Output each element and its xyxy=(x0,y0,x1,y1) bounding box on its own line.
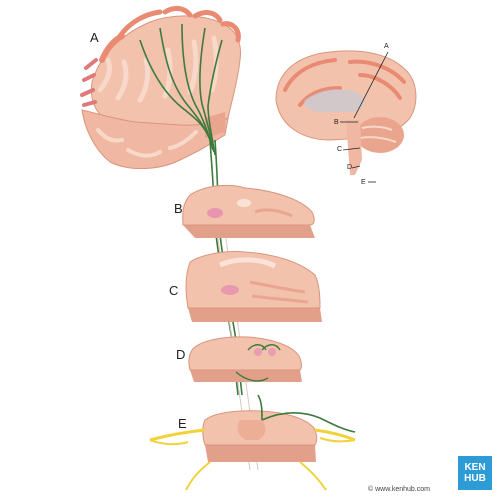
label-c: C xyxy=(169,283,179,298)
label-a: A xyxy=(90,30,99,45)
inset-label-d: D xyxy=(347,164,353,171)
inset-label-b: B xyxy=(334,119,339,126)
label-e: E xyxy=(178,416,187,431)
cerebral-cortex-section xyxy=(80,5,241,170)
inset-label-e: E xyxy=(361,179,366,186)
label-b: B xyxy=(174,201,183,216)
medulla-slice xyxy=(188,336,302,382)
label-d: D xyxy=(176,347,186,362)
credit-text: © www.kenhub.com xyxy=(368,486,430,493)
inset-label-a: A xyxy=(384,43,389,50)
midbrain-slice xyxy=(182,184,315,238)
kenhub-logo[interactable]: KEN HUB xyxy=(458,456,492,490)
logo-line-2: HUB xyxy=(464,473,486,484)
spinal-cord-slice xyxy=(149,394,356,491)
pons-slice xyxy=(185,251,322,322)
inset-label-c: C xyxy=(337,146,343,153)
sagittal-brain-inset xyxy=(275,50,417,183)
logo-line-1: KEN xyxy=(464,462,486,473)
